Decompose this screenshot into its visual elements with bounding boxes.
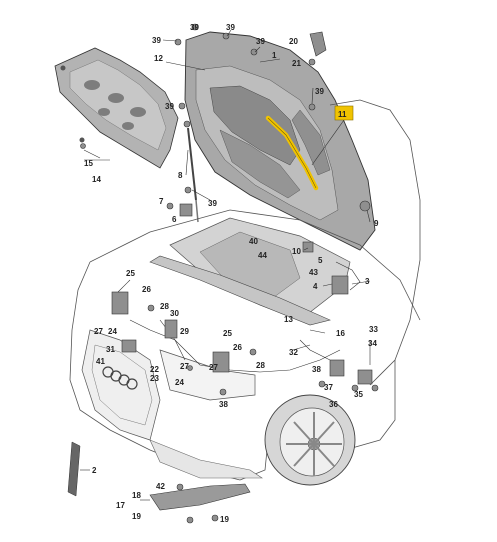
callout-39: 39	[208, 199, 217, 208]
hood-hinge-icon	[331, 275, 349, 295]
callout-1: 1	[272, 51, 277, 60]
callout-35: 35	[354, 390, 363, 399]
callout-25: 25	[223, 329, 232, 338]
callout-30: 30	[170, 309, 179, 318]
callout-17: 17	[116, 501, 125, 510]
callout-16: 16	[336, 329, 345, 338]
callout-38: 38	[312, 365, 321, 374]
callout-23: 23	[150, 374, 159, 383]
callout-25: 25	[126, 269, 135, 278]
callout-2: 2	[92, 466, 97, 475]
hood-lock-left-icon	[111, 291, 129, 315]
callout-4: 4	[313, 282, 318, 291]
callout-3: 3	[365, 277, 370, 286]
callout-44: 44	[258, 251, 267, 260]
callout-19: 19	[132, 512, 141, 521]
callout-39: 39	[190, 23, 199, 32]
callout-37: 37	[324, 383, 333, 392]
callout-8: 8	[178, 171, 183, 180]
callout-21: 21	[292, 59, 301, 68]
hood-lock-right-icon	[212, 351, 230, 373]
gas-strut	[183, 120, 199, 223]
callout-19: 19	[220, 515, 229, 524]
callout-6: 6	[172, 215, 177, 224]
callout-38: 38	[219, 400, 228, 409]
callout-31: 31	[106, 345, 115, 354]
callout-12: 12	[154, 54, 163, 63]
callout-27: 27	[209, 363, 218, 372]
callout-28: 28	[160, 302, 169, 311]
callout-32: 32	[289, 348, 298, 357]
callout-28: 28	[256, 361, 265, 370]
callout-27: 27	[180, 362, 189, 371]
callout-11: 11	[338, 110, 347, 119]
callout-24: 24	[175, 378, 184, 387]
callout-33: 33	[369, 325, 378, 334]
callout-39: 39	[256, 37, 265, 46]
callout-39: 39	[226, 23, 235, 32]
callout-5: 5	[318, 256, 323, 265]
callout-14: 14	[92, 175, 101, 184]
callout-9: 9	[374, 219, 379, 228]
small-parts	[67, 23, 379, 524]
callout-42: 42	[156, 482, 165, 491]
callout-20: 20	[289, 37, 298, 46]
callout-43: 43	[309, 268, 318, 277]
callout-7: 7	[159, 197, 164, 206]
callout-10: 10	[292, 247, 301, 256]
callout-18: 18	[132, 491, 141, 500]
callout-24: 24	[108, 327, 117, 336]
callout-labels: 39 39 39 39 12 1 20 21 39 11 39 8 39 7 6…	[84, 23, 379, 524]
callout-11-badge	[334, 105, 354, 121]
callout-29: 29	[180, 327, 189, 336]
emblem-lettering-icon	[67, 441, 81, 497]
engine-hood	[184, 31, 376, 251]
callout-39: 39	[165, 102, 174, 111]
hood-insulation-mat	[54, 47, 179, 169]
buffer-icon	[309, 31, 327, 57]
callout-39: 39	[152, 36, 161, 45]
callout-15: 15	[84, 159, 93, 168]
leader-lines	[80, 26, 371, 501]
callout-22: 22	[150, 365, 159, 374]
callout-41: 41	[96, 357, 105, 366]
callout-34: 34	[368, 339, 377, 348]
callout-27: 27	[94, 327, 103, 336]
callout-36: 36	[329, 400, 338, 409]
clip-icon	[79, 137, 85, 143]
callout-40: 40	[249, 237, 258, 246]
callout-13: 13	[284, 315, 293, 324]
callout-26: 26	[142, 285, 151, 294]
callout-26: 26	[233, 343, 242, 352]
callout-39: 39	[315, 87, 324, 96]
